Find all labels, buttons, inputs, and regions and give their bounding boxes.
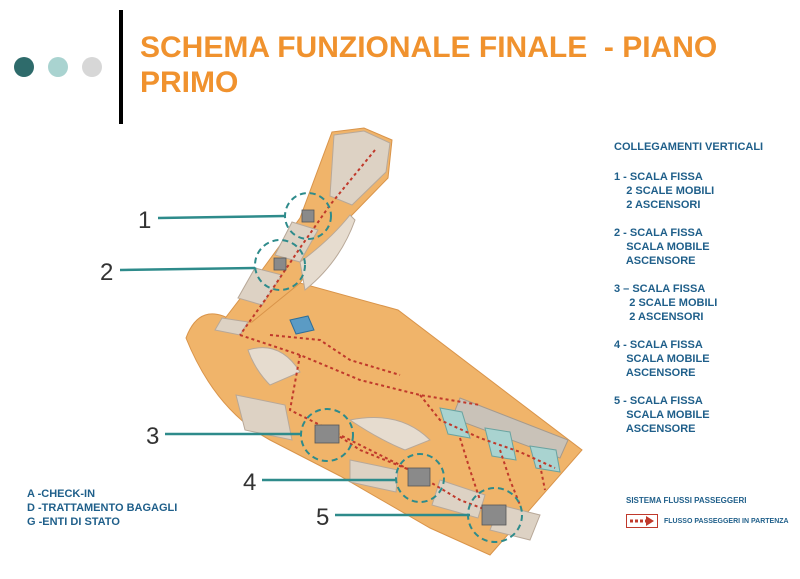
legend-line: ASCENSORE bbox=[614, 423, 696, 435]
flows-legend-label: FLUSSO PASSEGGERI IN PARTENZA bbox=[664, 517, 789, 525]
marker-4 bbox=[254, 239, 306, 291]
legend-group-4: 4 - SCALA FISSA SCALA MOBILE ASCENSORE bbox=[614, 338, 763, 380]
flow-arrow-icon bbox=[626, 514, 658, 528]
legend-line: 2 ASCENSORI bbox=[614, 199, 701, 211]
hall-block-1 bbox=[235, 394, 293, 441]
legend-line: 3 – SCALA FISSA bbox=[614, 283, 706, 295]
legend-line: 5 - SCALA FISSA bbox=[614, 395, 703, 407]
flows-legend-title: SISTEMA FLUSSI PASSEGGERI bbox=[626, 496, 747, 505]
legend-line: ASCENSORE bbox=[614, 367, 696, 379]
callout-1: 5 bbox=[316, 504, 329, 531]
legend-line: 1 - SCALA FISSA bbox=[614, 171, 703, 183]
legend-group-2: 2 - SCALA FISSA SCALA MOBILE ASCENSORE bbox=[614, 226, 763, 268]
callout-3: 3 bbox=[146, 423, 159, 450]
callout-lines bbox=[119, 214, 470, 517]
service-block-blue bbox=[289, 315, 315, 335]
legend-line: 4 - SCALA FISSA bbox=[614, 339, 703, 351]
decor-dots bbox=[14, 57, 102, 77]
zone-legend-item: D -TRATTAMENTO BAGAGLI bbox=[27, 502, 178, 514]
stair-glyphs bbox=[273, 209, 507, 526]
legend-heading: COLLEGAMENTI VERTICALI bbox=[614, 141, 764, 153]
zone-legend: A -CHECK-IN D -TRATTAMENTO BAGAGLI G -EN… bbox=[27, 487, 177, 529]
legend-line: SCALA MOBILE bbox=[614, 353, 710, 365]
legend-line: ASCENSORE bbox=[614, 255, 696, 267]
callout-5: 1 bbox=[138, 207, 151, 234]
title-divider bbox=[119, 10, 123, 124]
zone-legend-item: G -ENTI DI STATO bbox=[27, 516, 120, 528]
legend-line: 2 - SCALA FISSA bbox=[614, 227, 703, 239]
vertical-links-legend: COLLEGAMENTI VERTICALI 1 - SCALA FISSA 2… bbox=[614, 140, 763, 450]
legend-group-3: 3 – SCALA FISSA 2 SCALE MOBILI 2 ASCENSO… bbox=[614, 282, 763, 324]
legend-group-5: 5 - SCALA FISSA SCALA MOBILE ASCENSORE bbox=[614, 394, 763, 436]
legend-group-1: 1 - SCALA FISSA 2 SCALE MOBILI 2 ASCENSO… bbox=[614, 170, 763, 212]
hall-block-3 bbox=[348, 417, 431, 451]
legend-line: SCALA MOBILE bbox=[614, 409, 710, 421]
checkin-island-2 bbox=[484, 427, 517, 461]
decor-dot-2 bbox=[48, 57, 68, 77]
legend-line: SCALA MOBILE bbox=[614, 241, 710, 253]
page-title: SCHEMA FUNZIONALE FINALE - PIANO PRIMO bbox=[140, 31, 726, 99]
legend-groups: 1 - SCALA FISSA 2 SCALE MOBILI 2 ASCENSO… bbox=[614, 170, 763, 436]
legend-line: 2 SCALE MOBILI bbox=[614, 297, 718, 309]
decor-dot-3 bbox=[82, 57, 102, 77]
hall-block-4 bbox=[349, 459, 399, 493]
marker-2 bbox=[395, 453, 445, 503]
decor-dot-1 bbox=[14, 57, 34, 77]
hall-block-2 bbox=[247, 347, 301, 386]
checkin-island-3 bbox=[529, 445, 561, 473]
callout-2: 4 bbox=[243, 469, 256, 496]
passenger-flow-routes bbox=[239, 149, 556, 516]
zone-legend-item: A -CHECK-IN bbox=[27, 488, 96, 500]
north-wing-block-1 bbox=[329, 130, 391, 206]
legend-line: 2 SCALE MOBILI bbox=[614, 185, 715, 197]
callout-4: 2 bbox=[100, 259, 113, 286]
legend-line: 2 ASCENSORI bbox=[614, 311, 704, 323]
flows-legend-item: FLUSSO PASSEGGERI IN PARTENZA bbox=[626, 514, 789, 528]
curved-block-north bbox=[299, 214, 356, 291]
north-wing-block-3 bbox=[237, 267, 283, 306]
